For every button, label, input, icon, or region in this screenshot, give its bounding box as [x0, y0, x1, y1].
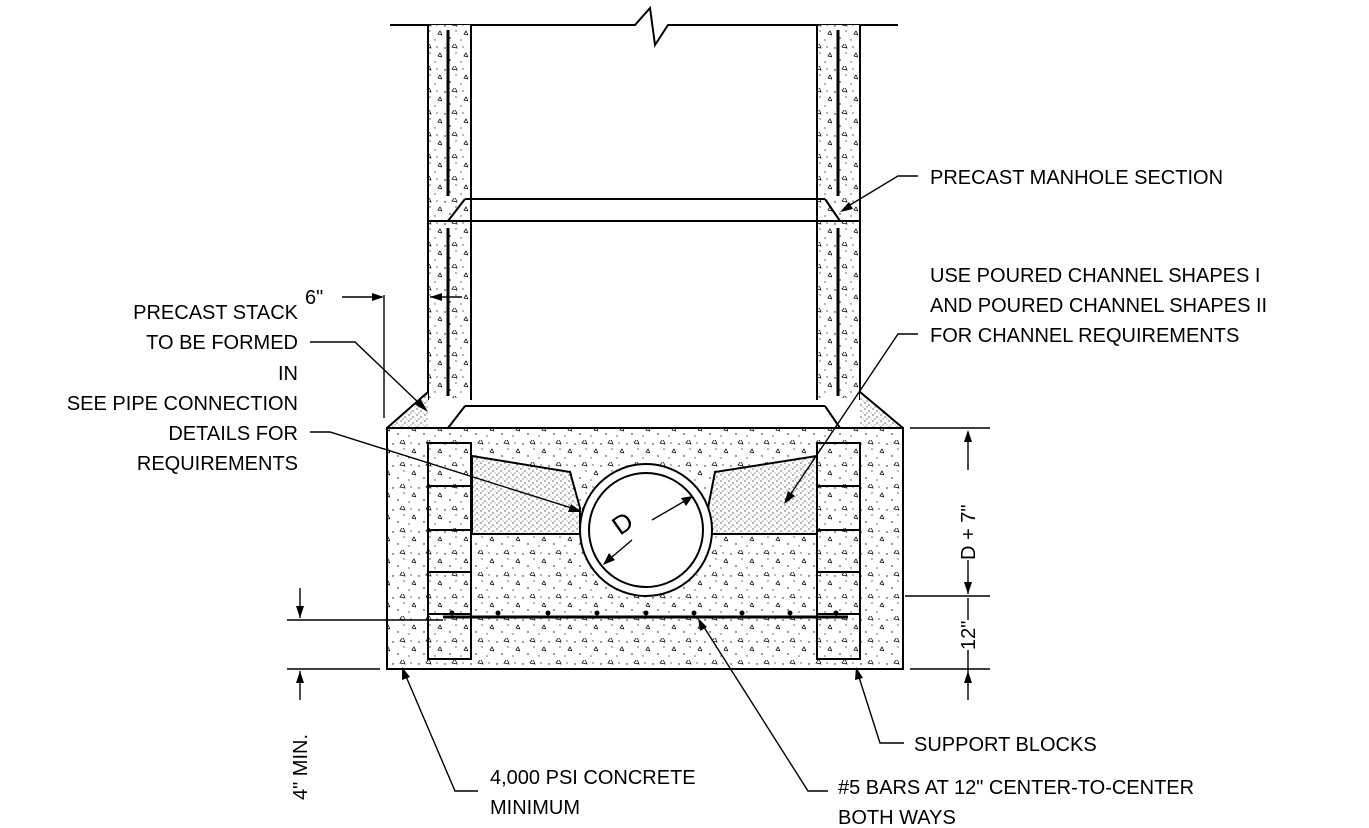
support-blocks-label: SUPPORT BLOCKS — [914, 734, 1097, 756]
labels: PRECAST MANHOLE SECTION PRECAST STACK TO… — [67, 167, 1267, 828]
use-poured-label-2: AND POURED CHANNEL SHAPES II — [930, 295, 1267, 317]
precast-stack-label-3: IN — [278, 363, 298, 385]
use-poured-label-3: FOR CHANNEL REQUIREMENTS — [930, 325, 1239, 347]
rebar-label-1: #5 BARS AT 12" CENTER-TO-CENTER — [838, 777, 1194, 799]
break-line — [390, 5, 898, 48]
see-pipe-label-2: DETAILS FOR — [168, 423, 298, 445]
min-dimension-label: 4" MIN. — [290, 734, 312, 800]
precast-riser — [390, 5, 898, 400]
see-pipe-label-1: SEE PIPE CONNECTION — [67, 393, 298, 415]
height-dimension-label: D + 7" — [958, 505, 980, 560]
rebar-label-2: BOTH WAYS — [838, 807, 956, 828]
wall-dimension-label: 6" — [305, 287, 323, 309]
slab-dimension-label: 12" — [958, 621, 980, 650]
precast-stack-label-2: TO BE FORMED — [146, 332, 298, 354]
precast-stack-label-1: PRECAST STACK — [133, 302, 299, 324]
use-poured-label-1: USE POURED CHANNEL SHAPES I — [930, 265, 1260, 287]
base-slab — [386, 391, 904, 670]
see-pipe-label-3: REQUIREMENTS — [137, 453, 298, 475]
leaders — [310, 175, 918, 792]
concrete-label-2: MINIMUM — [490, 797, 580, 819]
precast-manhole-section-label: PRECAST MANHOLE SECTION — [930, 167, 1223, 189]
concrete-label-1: 4,000 PSI CONCRETE — [490, 767, 696, 789]
